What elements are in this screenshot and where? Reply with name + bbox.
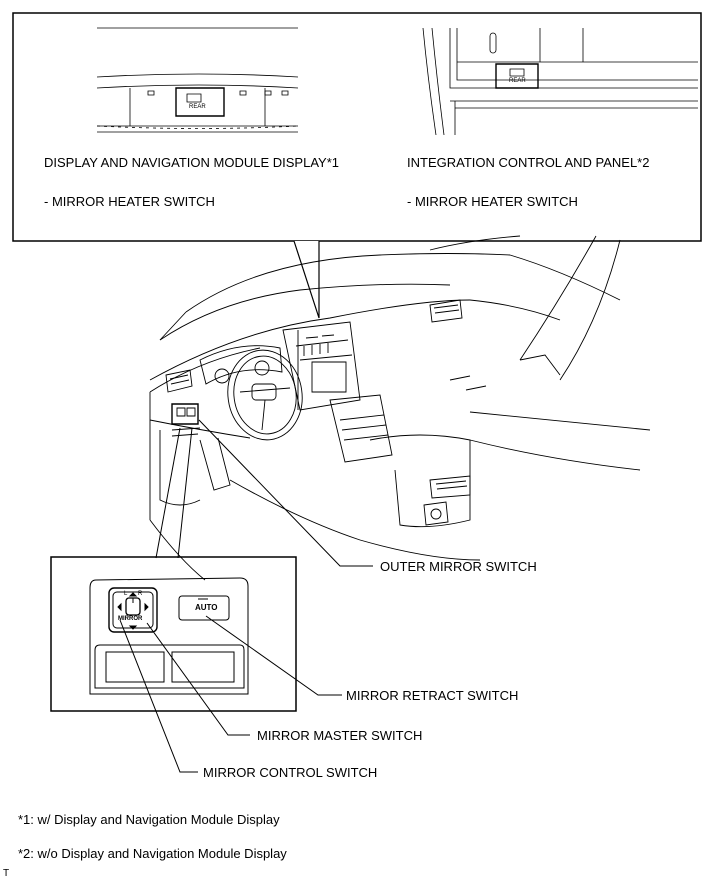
top-callout-frame bbox=[13, 13, 701, 241]
switch-detail-frame bbox=[51, 557, 296, 711]
display-module-sketch bbox=[97, 28, 298, 132]
footnote-2: *2: w/o Display and Navigation Module Di… bbox=[18, 846, 287, 861]
mirror-right-letter: R bbox=[138, 591, 143, 597]
outer-mirror-switch-location bbox=[172, 404, 198, 424]
auto-retract-label: AUTO bbox=[195, 603, 218, 612]
dashboard-sketch bbox=[150, 236, 650, 580]
zoom-line-left bbox=[156, 428, 180, 558]
zoom-line-right bbox=[178, 428, 192, 558]
leader-control bbox=[120, 620, 198, 772]
mirror-master-switch-label: MIRROR MASTER SWITCH bbox=[257, 728, 423, 743]
rear-button-label-left: REAR bbox=[189, 104, 206, 110]
integration-panel-title: INTEGRATION CONTROL AND PANEL*2 bbox=[407, 155, 650, 170]
callout-pointer bbox=[294, 241, 319, 318]
leader-master bbox=[147, 623, 250, 735]
integration-panel-item: - MIRROR HEATER SWITCH bbox=[407, 194, 578, 209]
display-module-item: - MIRROR HEATER SWITCH bbox=[44, 194, 215, 209]
corner-mark: T bbox=[3, 868, 10, 879]
mirror-switch-label: MIRROR bbox=[118, 616, 143, 622]
mirror-retract-switch-label: MIRROR RETRACT SWITCH bbox=[346, 688, 519, 703]
leader-outer-mirror bbox=[199, 420, 373, 566]
outer-mirror-switch-label: OUTER MIRROR SWITCH bbox=[380, 559, 537, 574]
integration-panel-sketch bbox=[423, 28, 698, 135]
leader-retract bbox=[206, 616, 342, 695]
mirror-control-switch-label: MIRROR CONTROL SWITCH bbox=[203, 765, 378, 780]
display-module-title: DISPLAY AND NAVIGATION MODULE DISPLAY*1 bbox=[44, 155, 339, 170]
footnote-1: *1: w/ Display and Navigation Module Dis… bbox=[18, 812, 280, 827]
mirror-left-letter: L bbox=[124, 591, 128, 597]
switch-panel-sketch bbox=[90, 578, 248, 694]
rear-button-label-right: REAR bbox=[509, 78, 526, 84]
